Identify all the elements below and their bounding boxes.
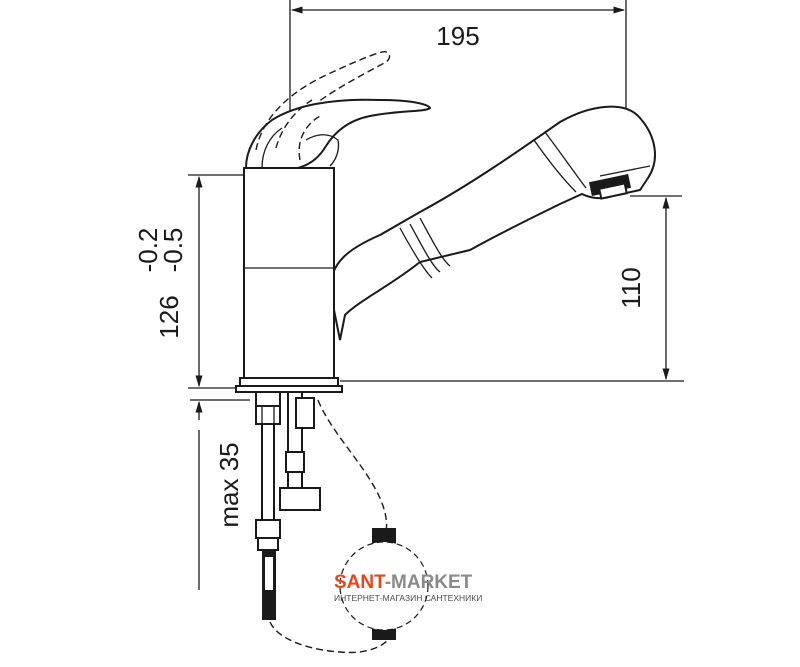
- dimension-body-height-label: 126: [154, 295, 184, 338]
- faucet-cylinder: [243, 167, 335, 382]
- dimension-width-label: 195: [436, 21, 479, 51]
- water-connector: [339, 528, 429, 640]
- sant-market-watermark: SANT-MARKET ИНТЕРНЕТ-МАГАЗИН САНТЕХНИКИ: [334, 572, 482, 603]
- dimension-tolerance-lower: -0.5: [158, 228, 188, 273]
- dimension-mount-thickness: max 35: [190, 399, 250, 590]
- lever-alt-position: [255, 50, 391, 151]
- dimension-spout-height-label: 110: [616, 267, 646, 308]
- svg-text:SANT-MARKET: SANT-MARKET: [334, 572, 473, 593]
- faucet-body: [235, 50, 656, 654]
- dimension-body-height: 126 -0.2 -0.5: [133, 174, 250, 389]
- dimension-mount-thickness-label: max 35: [214, 442, 244, 527]
- dimension-tolerance-upper: -0.2: [133, 228, 163, 273]
- dimension-spout-height: 110: [340, 195, 684, 382]
- brand-market: -MARKET: [385, 572, 473, 593]
- brand-tagline: ИНТЕРНЕТ-МАГАЗИН САНТЕХНИКИ: [334, 593, 482, 603]
- brand-sant: SANT: [334, 572, 386, 593]
- dimension-width: 195: [289, 0, 627, 150]
